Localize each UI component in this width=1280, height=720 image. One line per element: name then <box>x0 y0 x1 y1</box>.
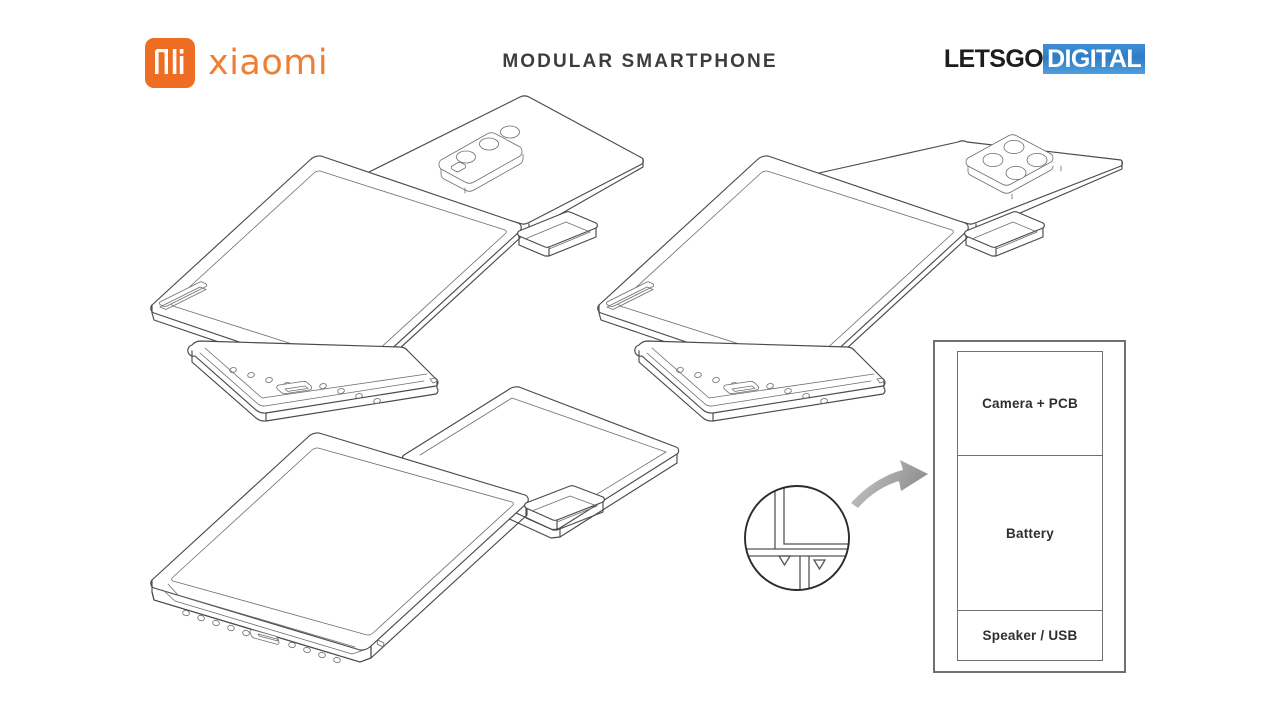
speaker-grille-right-fig-right-group <box>766 383 828 404</box>
legend-row-battery: Battery <box>958 456 1102 611</box>
speaker-usb-module-right <box>634 340 886 422</box>
camera-module-slab-right <box>808 134 1123 233</box>
watermark-digital-badge: DIGITAL <box>1043 44 1145 74</box>
legend-row-camera-pcb: Camera + PCB <box>958 352 1102 456</box>
xiaomi-wordmark: xiaomi <box>208 42 329 83</box>
legend-row-speaker-usb: Speaker / USB <box>982 628 1078 643</box>
usb-c-port-left <box>276 380 312 395</box>
speaker-grille-right-group <box>319 383 381 404</box>
xiaomi-brand-block: xiaomi <box>145 38 328 88</box>
display-module-left <box>150 155 598 388</box>
usb-c-port-right <box>723 380 759 395</box>
page-title: MODULAR SMARTPHONE <box>502 51 778 72</box>
display-module-right <box>597 155 1045 388</box>
rail-connector-bottom <box>524 485 605 531</box>
figure-bottom-assembled-phone <box>150 386 680 664</box>
legend-module-stack: Camera + PCB Battery Speaker / USB <box>957 351 1103 661</box>
bottom-edge-ports <box>151 583 385 664</box>
detail-callout-circle <box>744 485 850 591</box>
speaker-grille-bottom-left-group <box>182 609 250 637</box>
triple-camera-bump-left <box>438 125 524 194</box>
letsgodigital-watermark: LETSGO DIGITAL <box>944 44 1145 74</box>
rail-connector-right <box>964 211 1045 257</box>
speaker-grille-bottom-right-group <box>288 641 341 664</box>
quad-camera-bump-right <box>965 134 1062 200</box>
xiaomi-mi-logo-icon <box>145 38 195 88</box>
display-slab-bottom <box>150 432 605 663</box>
figure-top-left-exploded-phone <box>150 95 644 422</box>
callout-to-legend-arrow <box>851 460 928 508</box>
rail-connector-left <box>517 211 598 257</box>
usb-c-port-bottom <box>249 629 280 645</box>
earpiece-slot-left <box>158 281 208 310</box>
speaker-usb-module-left <box>187 340 439 422</box>
earpiece-slot-right <box>605 281 655 310</box>
watermark-letsgo-text: LETSGO <box>943 45 1044 73</box>
figure-top-right-exploded-phone <box>597 134 1123 422</box>
